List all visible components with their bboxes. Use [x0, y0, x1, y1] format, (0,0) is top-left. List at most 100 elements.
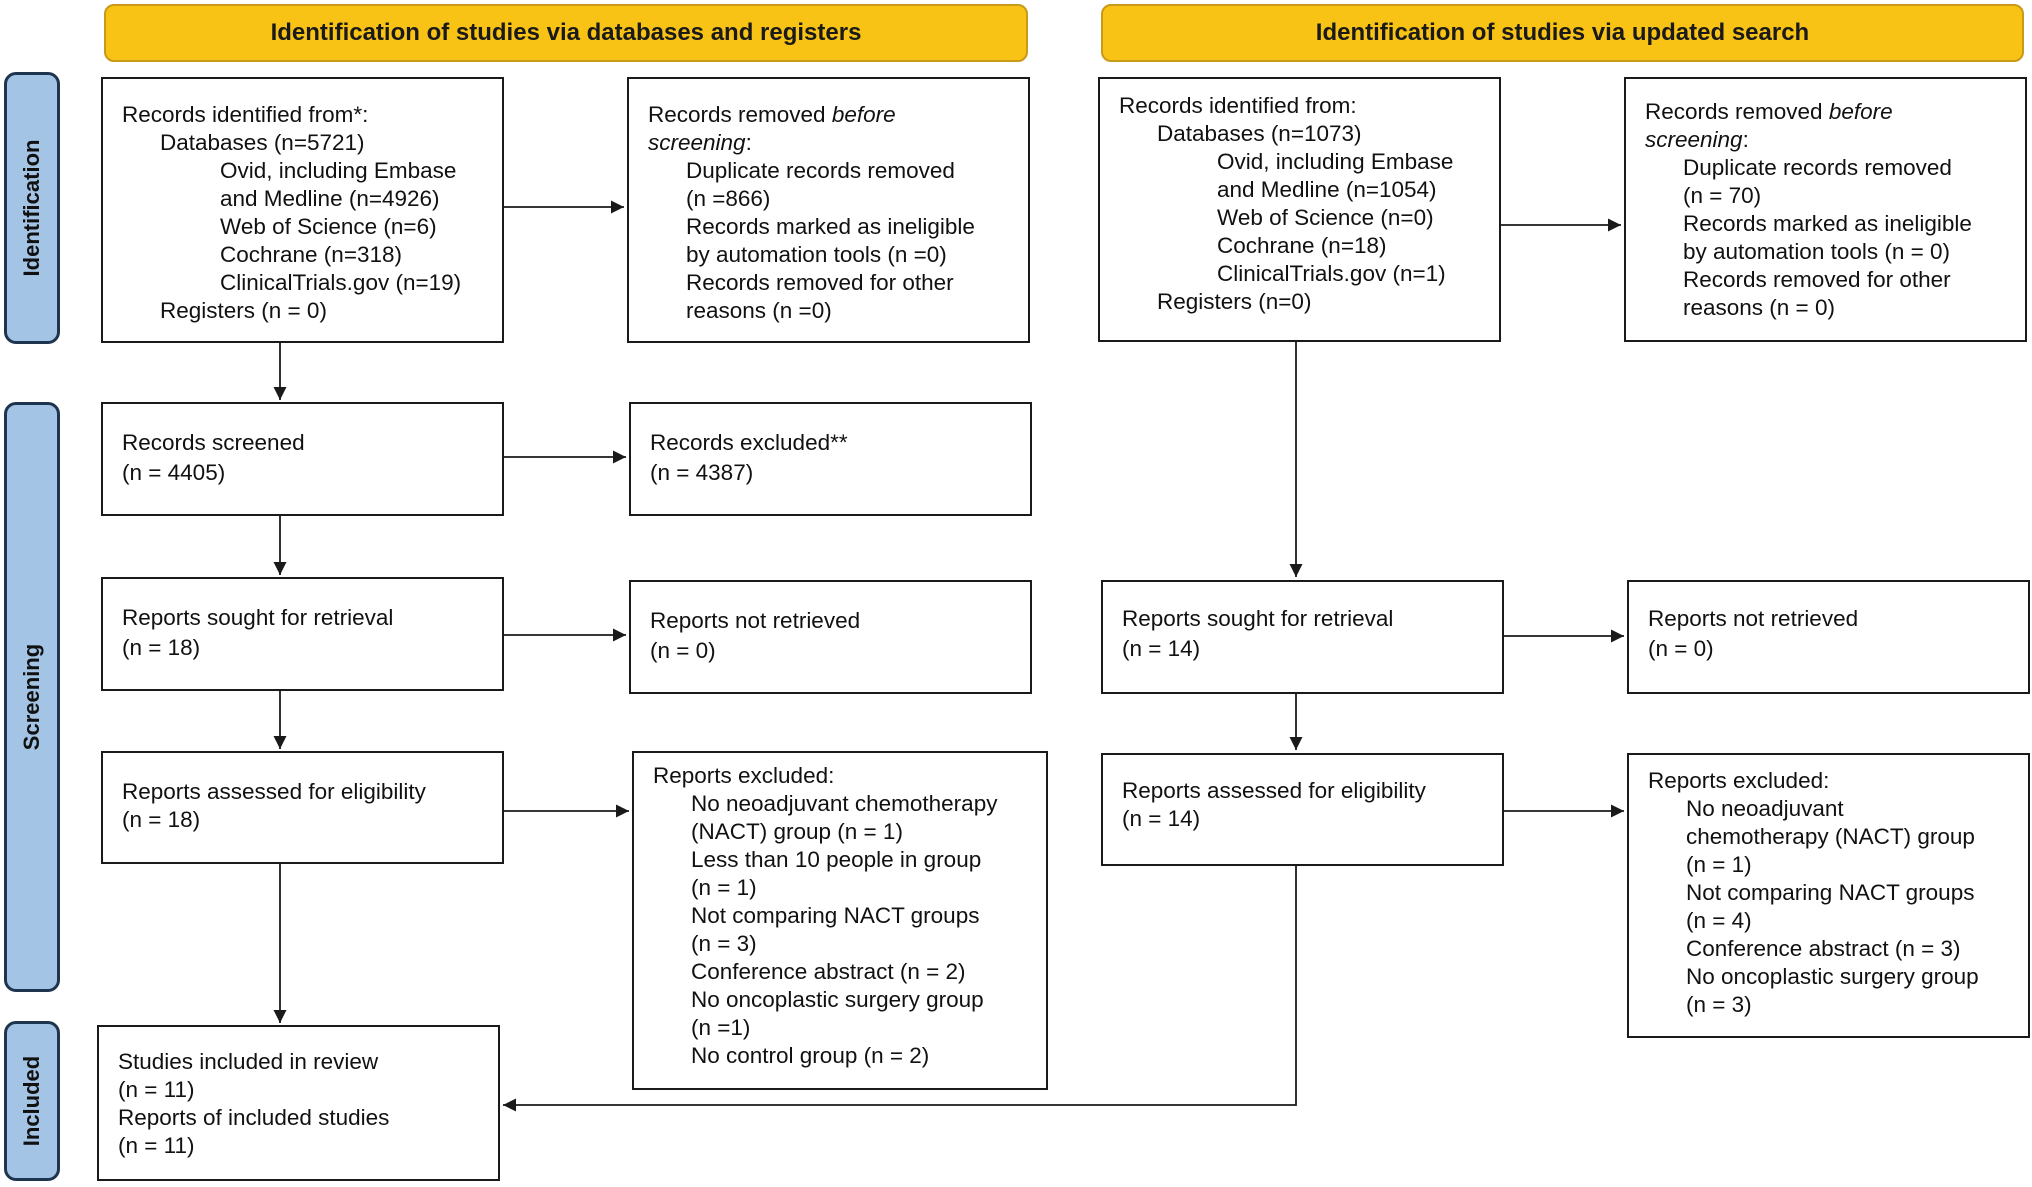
right-identified-ovid-2: and Medline (n=1054): [1217, 177, 1437, 202]
right-identified-registers: Registers (n=0): [1157, 289, 1312, 314]
right-removed-title-line2: screening:: [1645, 126, 2015, 154]
right-removed-title-prefix: Records removed: [1645, 99, 1829, 124]
left-records-removed-box: Records removed before screening: Duplic…: [627, 77, 1030, 343]
right-reports-excluded-line: No neoadjuvant: [1686, 796, 1844, 821]
right-reports-excluded-title: Reports excluded:: [1648, 768, 1830, 793]
left-reports-excluded-line: (NACT) group (n = 1): [691, 819, 903, 844]
right-removed-automation-1: Records marked as ineligible: [1683, 211, 1972, 236]
right-identified-wos: Web of Science (n=0): [1217, 205, 1434, 230]
left-removed-other-2: reasons (n =0): [686, 298, 832, 323]
left-reports-excluded-title: Reports excluded:: [653, 763, 835, 788]
right-removed-title-suffix: :: [1742, 127, 1749, 152]
left-removed-duplicates-2: (n =866): [686, 186, 771, 211]
right-sought-title: Reports sought for retrieval: [1122, 606, 1394, 631]
left-reports-excluded-box: Reports excluded: No neoadjuvant chemoth…: [632, 751, 1048, 1090]
right-records-removed-box: Records removed before screening: Duplic…: [1624, 77, 2027, 342]
included-studies-count: (n = 11): [118, 1077, 195, 1102]
left-removed-title-prefix: Records removed: [648, 102, 832, 127]
right-removed-other-1: Records removed for other: [1683, 267, 1951, 292]
right-reports-excluded-line: Conference abstract (n = 3): [1686, 936, 1961, 961]
left-records-excluded-box: Records excluded** (n = 4387): [629, 402, 1032, 516]
phase-identification: Identification: [4, 72, 60, 344]
left-assessed-count: (n = 18): [122, 807, 201, 832]
included-reports-count: (n = 11): [118, 1133, 195, 1158]
left-excluded-count: (n = 4387): [650, 460, 754, 485]
left-removed-title-italic-2: screening: [648, 130, 746, 155]
right-removed-title-italic-2: screening: [1645, 127, 1743, 152]
left-screened-title: Records screened: [122, 430, 305, 455]
left-reports-excluded-line: (n =1): [691, 1015, 751, 1040]
right-reports-excluded-line: Not comparing NACT groups: [1686, 880, 1975, 905]
included-studies: Studies included in review: [118, 1049, 379, 1074]
left-sought-title: Reports sought for retrieval: [122, 605, 394, 630]
left-excluded-title: Records excluded**: [650, 430, 848, 455]
right-removed-other-2: reasons (n = 0): [1683, 295, 1835, 320]
left-removed-title: Records removed before: [648, 101, 1018, 129]
left-identified-ovid-2: and Medline (n=4926): [220, 186, 440, 211]
included-reports: Reports of included studies: [118, 1105, 390, 1130]
right-records-identified-box: Records identified from: Databases (n=10…: [1098, 77, 1501, 342]
left-screened-count: (n = 4405): [122, 460, 226, 485]
right-removed-automation-2: by automation tools (n = 0): [1683, 239, 1951, 264]
left-not-retrieved-title: Reports not retrieved: [650, 608, 861, 633]
right-reports-assessed-box: Reports assessed for eligibility (n = 14…: [1101, 753, 1504, 866]
left-identified-registers: Registers (n = 0): [160, 298, 327, 323]
left-removed-title-italic: before: [831, 102, 896, 127]
right-reports-not-retrieved-box: Reports not retrieved (n = 0): [1627, 580, 2030, 694]
right-reports-excluded-line: (n = 1): [1686, 852, 1752, 877]
left-reports-excluded-line: Conference abstract (n = 2): [691, 959, 966, 984]
left-removed-title-suffix: :: [745, 130, 752, 155]
phase-screening: Screening: [4, 402, 60, 992]
left-reports-excluded-line: (n = 1): [691, 875, 757, 900]
right-removed-duplicates-2: (n = 70): [1683, 183, 1762, 208]
right-not-retrieved-title: Reports not retrieved: [1648, 606, 1859, 631]
right-identified-cochrane: Cochrane (n=18): [1217, 233, 1387, 258]
header-left-title: Identification of studies via databases …: [270, 19, 862, 46]
header-right-title: Identification of studies via updated se…: [1315, 19, 1810, 46]
left-reports-excluded-line: Less than 10 people in group: [691, 847, 982, 872]
left-reports-not-retrieved-box: Reports not retrieved (n = 0): [629, 580, 1032, 694]
right-identified-title: Records identified from:: [1119, 93, 1357, 118]
left-identified-ovid-1: Ovid, including Embase: [220, 158, 457, 183]
header-left: Identification of studies via databases …: [104, 4, 1028, 62]
left-reports-excluded-line: Not comparing NACT groups: [691, 903, 980, 928]
left-sought-count: (n = 18): [122, 635, 201, 660]
right-reports-sought-box: Reports sought for retrieval (n = 14): [1101, 580, 1504, 694]
right-reports-excluded-box: Reports excluded: No neoadjuvant chemoth…: [1627, 753, 2030, 1038]
left-identified-title: Records identified from*:: [122, 102, 369, 127]
right-sought-count: (n = 14): [1122, 636, 1201, 661]
right-removed-duplicates-1: Duplicate records removed: [1683, 155, 1952, 180]
left-reports-excluded-line: No oncoplastic surgery group: [691, 987, 984, 1012]
left-reports-excluded-line: (n = 3): [691, 931, 757, 956]
left-removed-automation-1: Records marked as ineligible: [686, 214, 975, 239]
left-assessed-title: Reports assessed for eligibility: [122, 779, 426, 804]
phase-included: Included: [4, 1021, 60, 1181]
left-reports-excluded-line: No neoadjuvant chemotherapy: [691, 791, 998, 816]
left-identified-wos: Web of Science (n=6): [220, 214, 437, 239]
header-right: Identification of studies via updated se…: [1101, 4, 2024, 62]
left-removed-duplicates-1: Duplicate records removed: [686, 158, 955, 183]
right-identified-ovid-1: Ovid, including Embase: [1217, 149, 1454, 174]
studies-included-box: Studies included in review (n = 11) Repo…: [97, 1025, 500, 1181]
right-removed-title-italic: before: [1828, 99, 1893, 124]
right-reports-excluded-line: No oncoplastic surgery group: [1686, 964, 1979, 989]
left-reports-sought-box: Reports sought for retrieval (n = 18): [101, 577, 504, 691]
left-identified-clinicaltrials: ClinicalTrials.gov (n=19): [220, 270, 462, 295]
left-removed-automation-2: by automation tools (n =0): [686, 242, 947, 267]
right-not-retrieved-count: (n = 0): [1648, 636, 1714, 661]
right-reports-excluded-line: (n = 3): [1686, 992, 1752, 1017]
left-removed-other-1: Records removed for other: [686, 270, 954, 295]
right-removed-title: Records removed before: [1645, 98, 2015, 126]
right-assessed-count: (n = 14): [1122, 806, 1201, 831]
left-reports-excluded-line: No control group (n = 2): [691, 1043, 930, 1068]
left-reports-assessed-box: Reports assessed for eligibility (n = 18…: [101, 751, 504, 864]
left-records-identified-box: Records identified from*: Databases (n=5…: [101, 77, 504, 343]
right-identified-databases: Databases (n=1073): [1157, 121, 1362, 146]
phase-identification-label: Identification: [19, 139, 44, 277]
right-assessed-title: Reports assessed for eligibility: [1122, 778, 1426, 803]
phase-included-label: Included: [19, 1055, 44, 1147]
right-identified-clinicaltrials: ClinicalTrials.gov (n=1): [1217, 261, 1446, 286]
left-not-retrieved-count: (n = 0): [650, 638, 716, 663]
left-identified-cochrane: Cochrane (n=318): [220, 242, 402, 267]
